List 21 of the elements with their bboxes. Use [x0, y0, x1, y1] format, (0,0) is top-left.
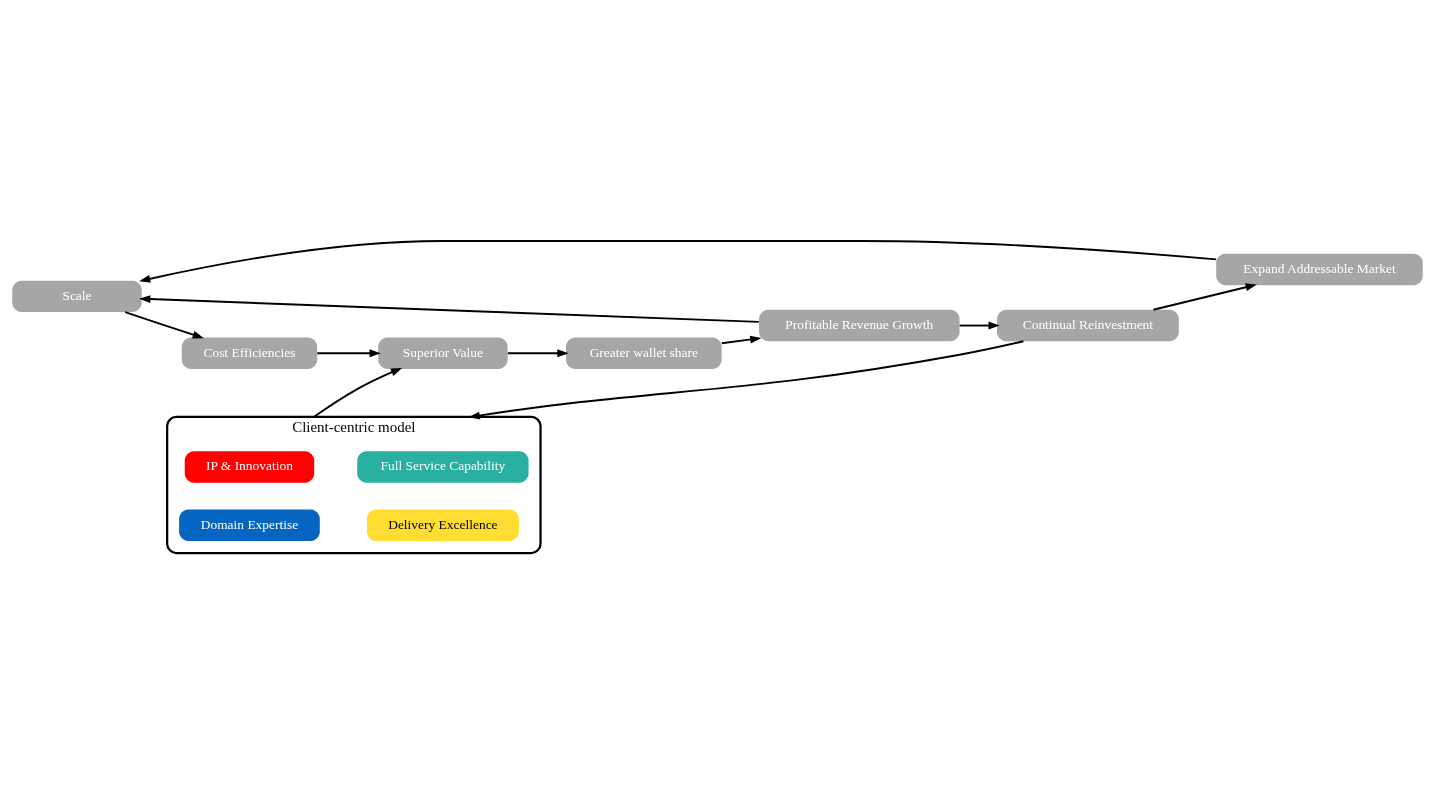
arrow	[468, 340, 1025, 420]
arrow	[720, 335, 762, 345]
node-box: Greater wallet share	[566, 337, 722, 369]
node-box: Scale	[12, 280, 142, 313]
node-box: Cost Efficiencies	[181, 337, 318, 369]
arrow	[313, 367, 403, 418]
node-box: Superior Value	[378, 337, 508, 369]
arrow	[506, 349, 569, 358]
node-box: Profitable Revenue Growth	[759, 309, 960, 342]
node-box: Continual Reinvestment	[997, 309, 1179, 342]
node-box: Full Service Capability	[357, 451, 529, 483]
arrow	[316, 349, 381, 358]
arrow	[124, 311, 204, 339]
node-box: Delivery Excellence	[366, 509, 519, 542]
arrow	[958, 321, 1000, 330]
arrow	[1152, 283, 1257, 311]
arrow	[139, 295, 760, 323]
node-box: Domain Expertise	[179, 509, 320, 542]
node-box: IP & Innovation	[184, 451, 315, 483]
arrow	[139, 240, 1218, 283]
node-box: Expand Addressable Market	[1216, 253, 1423, 286]
